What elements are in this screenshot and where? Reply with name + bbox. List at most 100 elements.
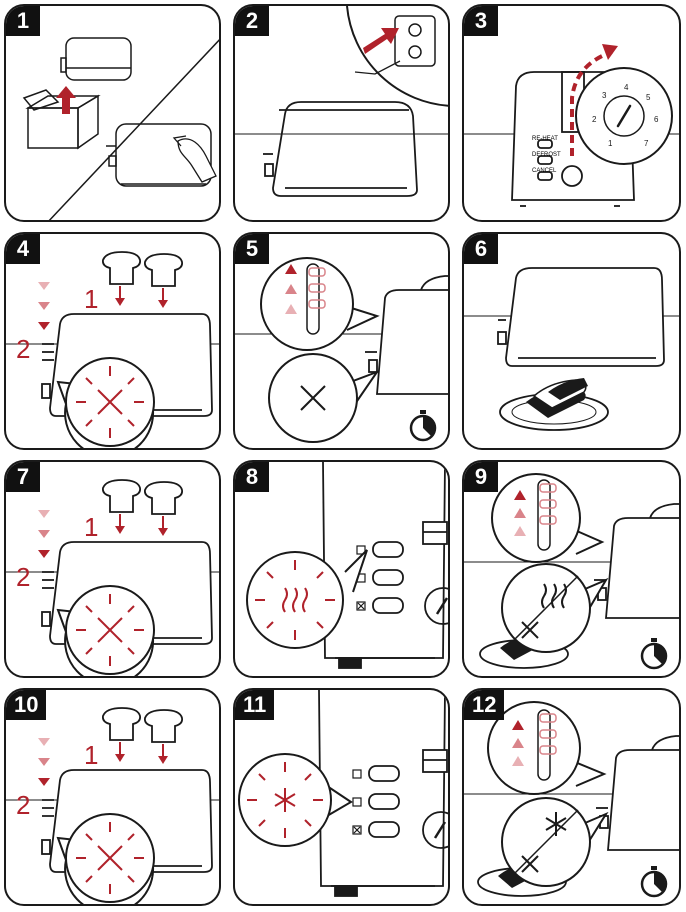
lever-direction-icon bbox=[38, 510, 50, 558]
step-panel-10: 1 2 10 bbox=[4, 688, 221, 906]
step-two-label: 2 bbox=[16, 790, 30, 820]
lever-zoom-bubble bbox=[487, 701, 607, 795]
cancel-bubble bbox=[268, 353, 380, 443]
step-number-2: 2 bbox=[235, 6, 269, 36]
bread-slice-icon bbox=[101, 707, 184, 743]
stopwatch-icon bbox=[640, 638, 668, 670]
lever-press-bubble bbox=[56, 813, 155, 904]
lever-press-bubble bbox=[56, 357, 155, 448]
step-panel-3: RE-HEAT DEFROST CANCEL 1 2 3 4 5 6 7 3 bbox=[462, 4, 681, 222]
step-number-10: 10 bbox=[6, 690, 47, 720]
stopwatch-icon bbox=[640, 866, 668, 898]
dial-number-1: 1 bbox=[608, 139, 613, 148]
step-number-4: 4 bbox=[6, 234, 40, 264]
x-icon bbox=[76, 594, 144, 666]
step-number-8: 8 bbox=[235, 462, 269, 492]
lever-direction-icon bbox=[38, 738, 50, 786]
step-one-label: 1 bbox=[84, 512, 98, 542]
lever-icon bbox=[537, 709, 551, 781]
dial-number-6: 6 bbox=[654, 115, 659, 124]
browning-dial-illustration: RE-HEAT DEFROST CANCEL 1 2 3 4 5 6 7 bbox=[464, 44, 679, 207]
x-icon bbox=[300, 385, 326, 411]
reheat-button-illustration bbox=[246, 462, 448, 669]
dial-number-5: 5 bbox=[646, 93, 651, 102]
bread-slice-icon bbox=[101, 251, 184, 287]
button-label-cancel: CANCEL bbox=[532, 168, 557, 174]
cloth-hand-icon bbox=[172, 135, 217, 183]
toaster-side-icon bbox=[322, 462, 448, 669]
reheat-bubble bbox=[501, 563, 609, 653]
step-number-6: 6 bbox=[464, 234, 498, 264]
x-icon bbox=[76, 366, 144, 438]
dial-number-4: 4 bbox=[624, 83, 629, 92]
plug-arrow-icon bbox=[363, 28, 399, 54]
lever-zoom-bubble bbox=[491, 473, 605, 563]
cancel-toasting-illustration bbox=[235, 257, 448, 443]
lever-icon bbox=[537, 479, 551, 551]
step-number-3: 3 bbox=[464, 6, 498, 36]
bread-slice-icon bbox=[101, 479, 184, 515]
stopwatch-icon bbox=[409, 410, 437, 442]
step-number-11: 11 bbox=[235, 690, 275, 720]
insert-bread-illustration: 1 2 bbox=[6, 251, 219, 448]
step-panel-1: 1 bbox=[4, 4, 221, 222]
box-arrow-icon bbox=[22, 89, 101, 150]
x-icon bbox=[76, 822, 144, 894]
defrost-toast-illustration bbox=[464, 701, 679, 898]
lever-zoom-bubble bbox=[260, 257, 380, 351]
step-panel-5: 5 bbox=[233, 232, 450, 450]
up-arrow-icon bbox=[56, 86, 76, 114]
step-two-label: 2 bbox=[16, 562, 30, 592]
step-number-7: 7 bbox=[6, 462, 40, 492]
rotation-arrow-icon bbox=[570, 50, 613, 156]
step-panel-8: 8 bbox=[233, 460, 450, 678]
step-panel-11: 11 bbox=[233, 688, 450, 906]
heat-waves-icon bbox=[255, 560, 335, 640]
reheat-bubble bbox=[246, 549, 368, 649]
toaster-icon bbox=[594, 503, 679, 619]
defrost-bubble bbox=[501, 797, 609, 887]
step-number-9: 9 bbox=[464, 462, 498, 492]
step-panel-9: 9 bbox=[462, 460, 681, 678]
step-number-12: 12 bbox=[464, 690, 505, 720]
step-panel-6: 6 bbox=[462, 232, 681, 450]
lever-direction-icon bbox=[38, 282, 50, 330]
plug-in-illustration bbox=[235, 6, 448, 197]
step-two-label: 2 bbox=[16, 334, 30, 364]
toaster-icon bbox=[106, 123, 212, 187]
button-label-reheat: RE-HEAT bbox=[532, 136, 558, 142]
unpack-and-wipe-illustration bbox=[22, 37, 219, 220]
snowflake-icon bbox=[545, 812, 567, 836]
defrost-button-illustration bbox=[238, 690, 448, 897]
toaster-icon bbox=[596, 735, 679, 851]
step-one-label: 1 bbox=[84, 740, 98, 770]
toast-done-illustration bbox=[464, 267, 679, 431]
toast-plate-icon bbox=[499, 378, 609, 431]
step-panel-4: 1 2 4 bbox=[4, 232, 221, 450]
dial-number-2: 2 bbox=[592, 115, 597, 124]
defrost-bubble bbox=[238, 753, 353, 847]
lever-icon bbox=[306, 263, 320, 335]
reheat-toast-illustration bbox=[464, 473, 679, 670]
insert-frozen-bread-illustration: 1 2 bbox=[6, 707, 219, 904]
step-one-label: 1 bbox=[84, 284, 98, 314]
dial-number-7: 7 bbox=[644, 139, 649, 148]
step-panel-2: 2 bbox=[233, 4, 450, 222]
toaster-small-icon bbox=[60, 37, 132, 81]
step-number-5: 5 bbox=[235, 234, 269, 264]
toaster-icon bbox=[497, 267, 665, 367]
lever-press-bubble bbox=[56, 585, 155, 676]
wall-socket-icon bbox=[394, 15, 436, 67]
step-panel-12: 12 bbox=[462, 688, 681, 906]
toaster-icon bbox=[263, 101, 418, 197]
button-label-defrost: DEFROST bbox=[532, 152, 561, 158]
snowflake-icon bbox=[247, 762, 323, 838]
step-number-1: 1 bbox=[6, 6, 40, 36]
toaster-icon bbox=[365, 275, 448, 395]
browning-dial-icon: 1 2 3 4 5 6 7 bbox=[575, 67, 673, 165]
dial-number-3: 3 bbox=[602, 91, 607, 100]
heat-waves-icon bbox=[541, 583, 567, 609]
step-panel-7: 1 2 7 bbox=[4, 460, 221, 678]
plug-zoom-bubble bbox=[346, 6, 448, 107]
insert-bread-illustration: 1 2 bbox=[6, 479, 219, 676]
